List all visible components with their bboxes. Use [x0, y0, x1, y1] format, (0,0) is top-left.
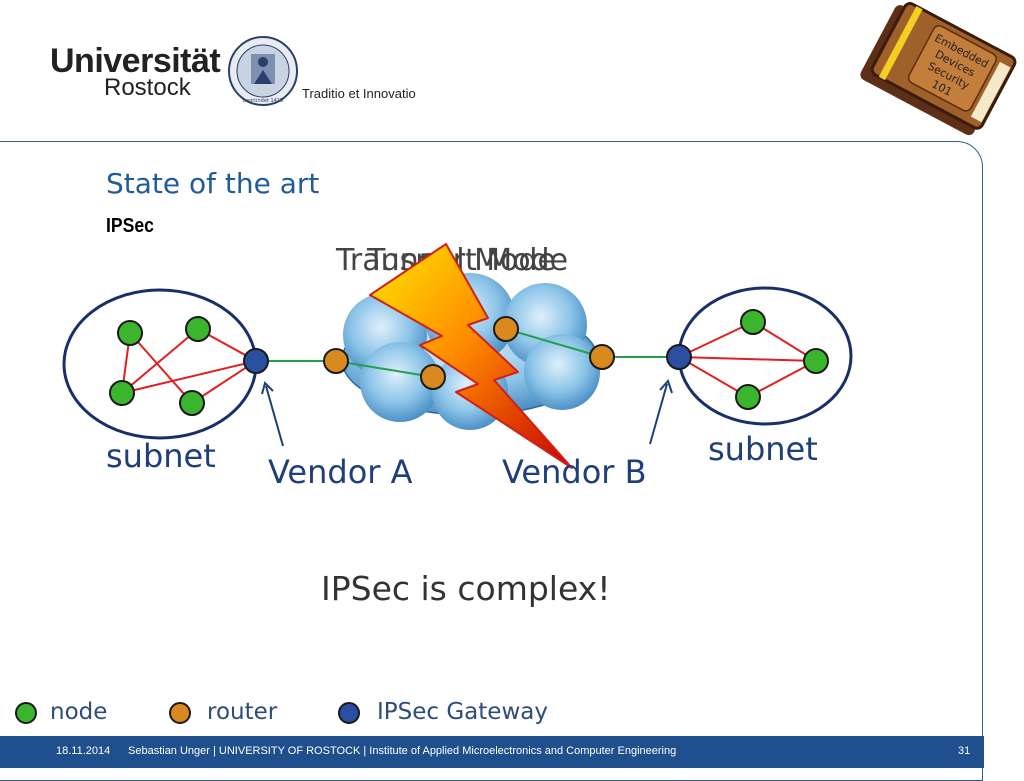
university-seal-icon: begründet 1419: [228, 36, 298, 106]
lightning-bolt-icon: [369, 243, 573, 469]
conclusion-text: IPSec is complex!: [321, 569, 611, 608]
footer-date: 18.11.2014: [56, 745, 111, 757]
router-group: [323, 316, 615, 390]
router: [420, 364, 446, 390]
university-name: Universität: [50, 42, 221, 80]
node: [803, 348, 829, 374]
left-subnet-boundary: [62, 288, 258, 440]
router: [493, 316, 519, 342]
gateway-group: [243, 344, 692, 374]
ipsec-gateway: [666, 344, 692, 370]
node: [179, 390, 205, 416]
legend-router-label: router: [207, 699, 278, 725]
node: [735, 384, 761, 410]
node-group: [109, 309, 829, 416]
left-subnet-label: subnet: [106, 437, 216, 475]
router: [589, 344, 615, 370]
ipsec-gateway: [243, 348, 269, 374]
legend-gateway-label: IPSec Gateway: [377, 699, 548, 725]
legend-node-label: node: [50, 699, 108, 725]
footer-page-number: 31: [958, 745, 971, 757]
legend-router-dot: [169, 702, 191, 724]
legend-node-dot: [15, 702, 37, 724]
router: [323, 348, 349, 374]
slide-title: State of the art: [106, 167, 320, 200]
university-city: Rostock: [104, 74, 191, 101]
footer-bar: 18.11.2014 Sebastian Unger | UNIVERSITY …: [0, 736, 984, 768]
vendor-a-label: Vendor A: [268, 453, 413, 491]
slide-subtitle: IPSec: [106, 215, 154, 237]
right-subnet-label: subnet: [708, 430, 818, 468]
seal-text: begründet 1419: [243, 98, 283, 104]
university-motto: Traditio et Innovatio: [302, 86, 416, 101]
legend-gateway-dot: [338, 702, 360, 724]
footer-text: Sebastian Unger | UNIVERSITY OF ROSTOCK …: [128, 745, 677, 757]
node: [109, 380, 135, 406]
node: [740, 309, 766, 335]
vendor-b-label: Vendor B: [502, 453, 647, 491]
node: [185, 316, 211, 342]
node: [117, 320, 143, 346]
book-badge-icon: Embedded Devices Security 101: [860, 2, 1017, 136]
